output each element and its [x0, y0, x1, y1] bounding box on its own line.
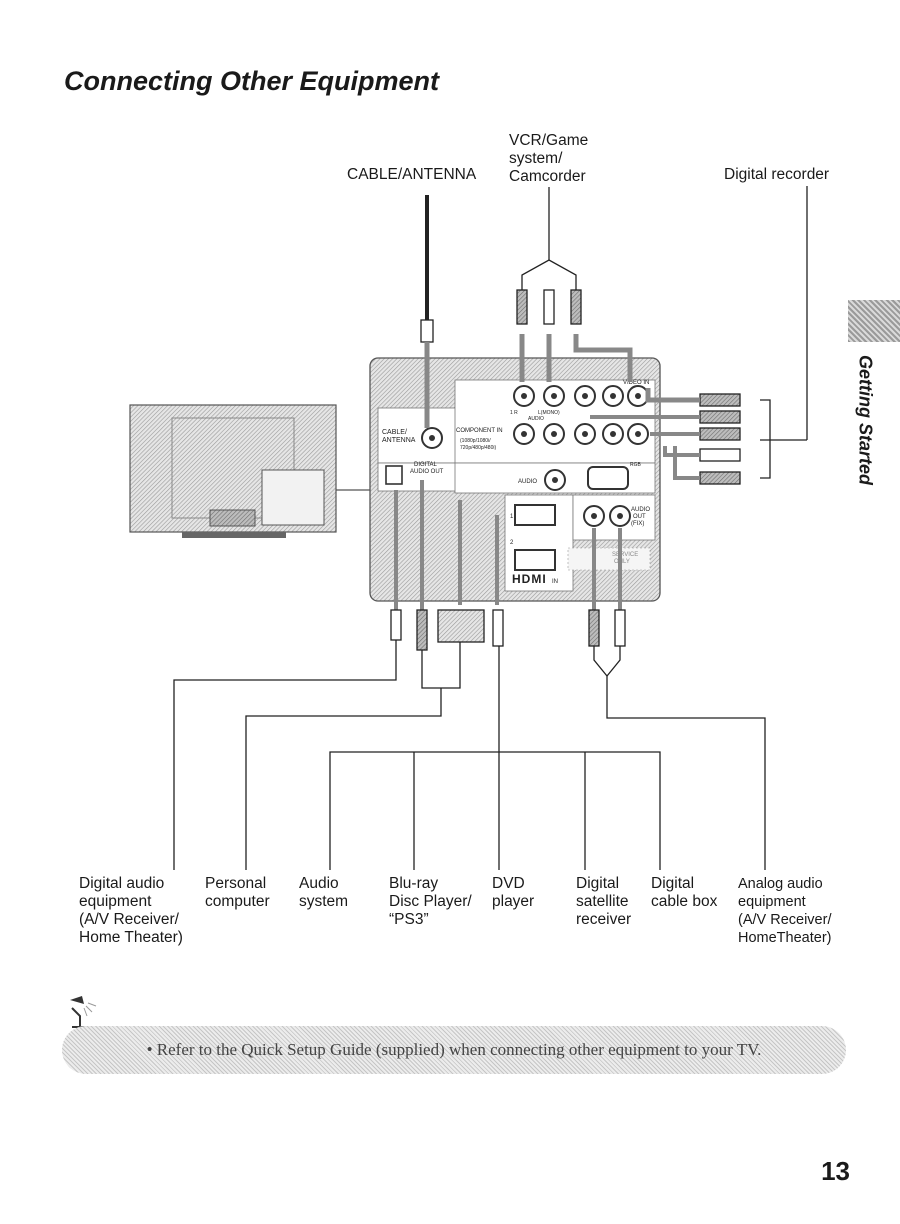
svg-text:AUDIO: AUDIO [528, 416, 544, 422]
svg-text:AUDIO: AUDIO [518, 479, 537, 485]
svg-text:1: 1 [510, 514, 514, 520]
panel-cable-antenna-label: CABLE/ANTENNA [382, 429, 416, 444]
note-banner: • Refer to the Quick Setup Guide (suppli… [62, 1026, 846, 1074]
dvd-player-label: DVD player [492, 875, 535, 910]
svg-text:HDMI: HDMI [512, 572, 547, 586]
digital-satellite-label: Digital satellite receiver [576, 875, 632, 928]
audio-system-label: Audio system [299, 875, 349, 910]
tip-lamp-icon [70, 996, 97, 1028]
personal-computer-label: Personal computer [205, 875, 270, 910]
page-number: 13 [821, 1156, 850, 1186]
note-text: • Refer to the Quick Setup Guide (suppli… [146, 1040, 762, 1059]
digital-recorder-label: Digital recorder [724, 166, 830, 183]
svg-text:2: 2 [510, 540, 514, 546]
cable-antenna-label: CABLE/ANTENNA [347, 166, 477, 183]
digital-audio-equipment-label: Digital audio equipment (A/V Receiver/ H… [79, 875, 183, 946]
vcr-label: VCR/Game system/ Camcorder [509, 132, 589, 185]
section-tab-marker [848, 300, 900, 342]
svg-text:1 R: 1 R [510, 410, 518, 416]
analog-audio-label: Analog audio equipment (A/V Receiver/ Ho… [738, 876, 832, 946]
rear-panel [369, 357, 661, 602]
page-title: Connecting Other Equipment [64, 66, 439, 96]
panel-component-in-label: COMPONENT IN [456, 428, 503, 434]
blu-ray-label: Blu-ray Disc Player/ “PS3” [389, 875, 472, 928]
svg-text:IN: IN [552, 579, 558, 585]
svg-text:L(MONO): L(MONO) [538, 410, 560, 416]
tv-illustration [129, 404, 372, 538]
svg-text:(1080p/1080i/720p/480p/480i): (1080p/1080i/720p/480p/480i) [460, 438, 496, 451]
digital-cable-box-label: Digital cable box [651, 875, 718, 910]
svg-text:RGB: RGB [630, 462, 642, 468]
svg-text:VIDEO IN: VIDEO IN [623, 380, 649, 386]
